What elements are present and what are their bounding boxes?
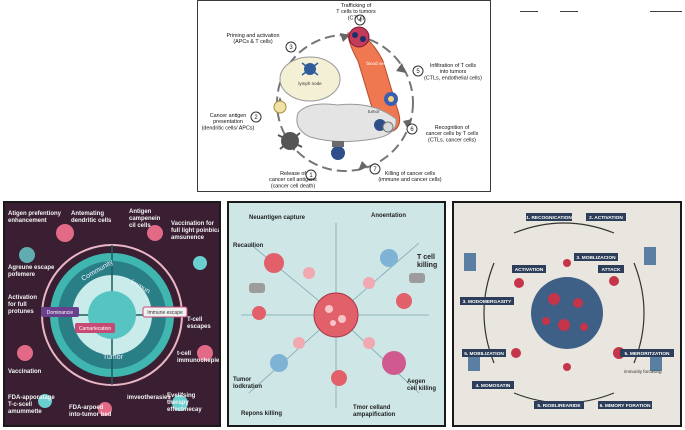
p1-label-9: imveotherasies <box>127 395 171 401</box>
tag-camarlecation-text: Camarlecation <box>79 326 111 332</box>
tag-immune-escape-text: Immune escape <box>147 310 183 316</box>
dendritic-cell-icon <box>301 62 319 76</box>
ring-label-tumor: Tumor <box>103 354 124 361</box>
tumor-mass <box>296 103 397 143</box>
lymph-node-label: lymph node <box>298 81 322 86</box>
scientist-figures <box>464 247 662 371</box>
p3-label-2: 3. MOBLIZACION <box>576 255 616 261</box>
edge-line-3 <box>650 11 682 12</box>
p3-label-5: 3. MODOMERGASITY <box>463 299 513 305</box>
tag-immune-escape <box>142 306 188 318</box>
recognition-icon <box>374 119 394 133</box>
tumor-label: tumor <box>368 109 380 114</box>
p3-label-3: ACTIVATION <box>515 267 544 273</box>
tag-dominance-text: Dominancie <box>47 310 74 316</box>
p3-label-10: 6. MIMORY FORATION <box>600 403 651 409</box>
step-6-badge <box>406 123 418 135</box>
lymph-node <box>279 56 341 102</box>
t-cell-trafficking-icon <box>348 26 370 48</box>
step-5-badge <box>412 65 424 77</box>
immune-steps-panel: 1. RECOGNICATION 2. ACTIVATION 3. MOBLIZ… <box>452 201 682 427</box>
cancer-immunity-cycle-diagram: lymph node blood vessel tumor <box>197 0 491 192</box>
killing-icon <box>331 141 345 160</box>
p3-label-6: 5. MOBILIZATION <box>464 351 504 357</box>
tumor-spots <box>542 293 588 331</box>
p3-label-0: 1. RECOGNICATION <box>526 215 572 221</box>
step-1-number: 1 <box>309 173 313 179</box>
step-6-number: 6 <box>410 127 414 133</box>
step-7-badge <box>369 163 381 175</box>
p3-label-9: 5. RIOBLIREARIDE <box>537 403 581 409</box>
step-3-number: 3 <box>289 45 293 51</box>
step-7-number: 7 <box>373 167 377 173</box>
step-2-number: 2 <box>254 115 258 121</box>
p3-label-1: 2. ACTIVATION <box>589 215 623 221</box>
p2-label-1: Anoentation <box>371 213 406 219</box>
p1-label-6: Vaccination <box>8 369 42 375</box>
p3-label-8: 4. MOMOSATIN <box>476 383 511 389</box>
edge-line-2 <box>560 11 578 12</box>
step-4-number: 4 <box>358 18 362 24</box>
p2-label-3: Recaullion <box>233 243 264 249</box>
tag-dominance <box>41 307 79 317</box>
step-2-badge <box>250 111 262 123</box>
immunotherapy-ring-panel: Community Immun Tumor Dominancie Immune … <box>3 201 221 427</box>
step-5-number: 5 <box>416 69 420 75</box>
edge-line-1 <box>520 11 538 12</box>
step-3-badge <box>285 41 297 53</box>
central-tumor-cell <box>313 292 359 338</box>
vessel-label: blood vessel <box>366 61 391 66</box>
p3-label-7: 5. MERORITZATION <box>625 351 670 357</box>
p3-label-4: ATTACK <box>601 267 621 273</box>
tag-camarlecation <box>75 323 115 333</box>
decorative-cells <box>17 224 213 416</box>
step-7-text: Killing of cancer cells(immune and cance… <box>378 171 441 183</box>
antigen-presentation-icon <box>273 100 287 114</box>
dying-cancer-cell-icon <box>277 132 303 150</box>
step-3-text: Priming and activation(APCs & T cells) <box>226 33 279 45</box>
p3-label-11: immunity forcasing <box>624 369 662 374</box>
t-cell-infiltration-icon <box>384 92 398 106</box>
p2-label-5: Repons killing <box>241 411 282 417</box>
step-1-badge <box>305 169 317 181</box>
surrounding-cells <box>249 249 425 386</box>
p2-label-0: Neuantigen capture <box>249 215 306 221</box>
step-4-badge <box>354 14 366 26</box>
central-tumor-mass <box>531 277 603 349</box>
